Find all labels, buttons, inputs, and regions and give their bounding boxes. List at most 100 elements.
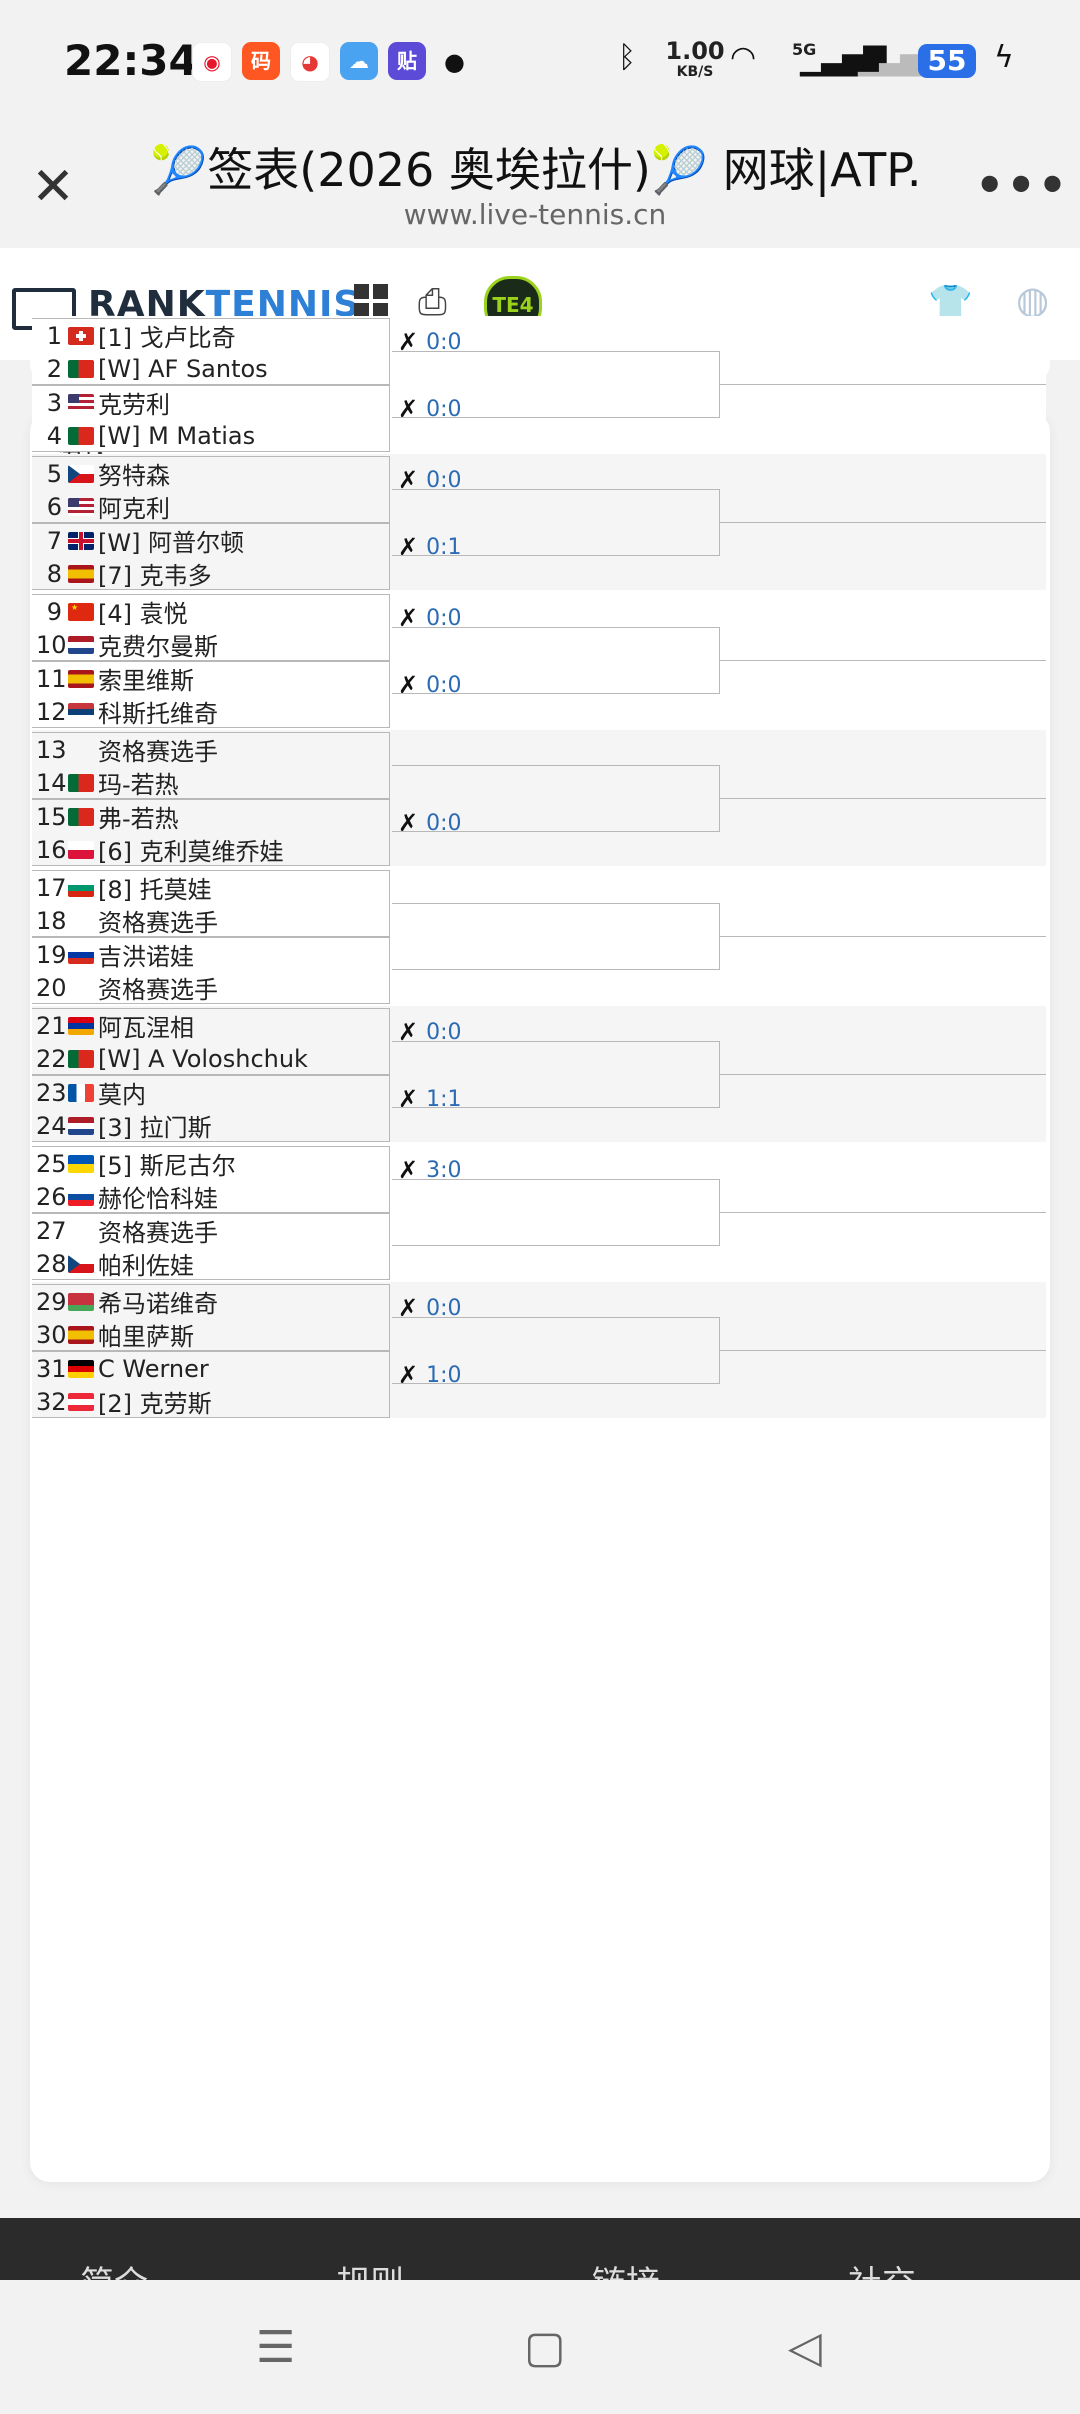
player-name: 莫内 — [98, 1081, 146, 1109]
match-box[interactable] — [32, 661, 390, 728]
flag-icon — [68, 393, 94, 412]
match-box[interactable] — [32, 799, 390, 866]
score-text: 0:0 — [426, 467, 462, 493]
player-row[interactable]: 8[7] 克韦多 — [36, 557, 212, 591]
round2-box[interactable] — [392, 1041, 720, 1108]
round2-box[interactable] — [392, 351, 720, 418]
player-name: 阿瓦涅相 — [98, 1014, 194, 1042]
player-row[interactable]: 4[W] M Matias — [36, 419, 255, 452]
player-name: 赫伦恰科娃 — [98, 1185, 218, 1213]
footer-link-links[interactable]: 链接 — [592, 2256, 660, 2280]
menu-nav-button[interactable]: ☰ — [256, 2322, 296, 2373]
match-box[interactable] — [32, 594, 390, 661]
match-score[interactable]: ✗0:0 — [398, 462, 462, 498]
round2-box[interactable] — [392, 903, 720, 970]
player-row[interactable]: 32[2] 克劳斯 — [36, 1385, 212, 1419]
seed-number: 15 — [36, 802, 67, 831]
player-row[interactable]: 16[6] 克利莫维乔娃 — [36, 833, 284, 867]
flag-icon — [68, 979, 94, 997]
match-box[interactable] — [32, 1008, 390, 1075]
player-row[interactable]: 20 资格赛选手 — [36, 971, 218, 1005]
footer-link-rules[interactable]: 规则 — [336, 2256, 404, 2280]
player-row[interactable]: 25[5] 斯尼古尔 — [36, 1147, 236, 1181]
match-score[interactable]: ✗0:0 — [398, 324, 462, 360]
globe-icon[interactable]: ◍ — [1016, 278, 1050, 322]
match-box[interactable] — [32, 523, 390, 590]
player-name: [4] 袁悦 — [98, 600, 188, 628]
player-row[interactable]: 24[3] 拉门斯 — [36, 1109, 212, 1143]
player-name: 希马诺维奇 — [98, 1290, 218, 1318]
match-box[interactable] — [32, 385, 390, 452]
back-nav-button[interactable]: ◁ — [788, 2322, 822, 2373]
match-box[interactable] — [32, 1284, 390, 1351]
footer-link-intro[interactable]: 简介 — [80, 2256, 148, 2280]
player-row[interactable]: 9★[4] 袁悦 — [36, 595, 188, 629]
flag-icon — [68, 1016, 94, 1035]
round3-line — [720, 1350, 1046, 1351]
home-nav-button[interactable]: ▢ — [524, 2322, 566, 2373]
h2h-icon: ✗ — [398, 1156, 419, 1184]
match-box[interactable] — [32, 1075, 390, 1142]
seed-number: 21 — [36, 1011, 67, 1040]
close-button[interactable]: ✕ — [31, 157, 75, 217]
player-row[interactable]: 1[1] 戈卢比奇 — [36, 319, 236, 353]
site-footer: 简介 规则 链接 社交 — [0, 2218, 1080, 2280]
footer-link-social[interactable]: 社交 — [848, 2256, 916, 2280]
match-score[interactable]: ✗3:0 — [398, 1152, 462, 1188]
round2-box[interactable] — [392, 1317, 720, 1384]
round2-box[interactable] — [392, 765, 720, 832]
player-row[interactable]: 22[W] A Voloshchuk — [36, 1042, 308, 1075]
charging-icon: ϟ — [994, 40, 1014, 75]
round2-box[interactable] — [392, 1179, 720, 1246]
flag-icon — [68, 773, 94, 792]
match-score[interactable]: ✗0:0 — [398, 600, 462, 636]
player-row[interactable]: 21 阿瓦涅相 — [36, 1009, 194, 1043]
player-name: 资格赛选手 — [98, 976, 218, 1004]
match-box[interactable] — [32, 937, 390, 1004]
match-box[interactable] — [32, 732, 390, 799]
flag-icon: ★ — [68, 602, 94, 621]
flag-icon — [68, 840, 94, 859]
match-box[interactable] — [32, 1146, 390, 1213]
player-row[interactable]: 2[W] AF Santos — [36, 352, 268, 385]
match-box[interactable] — [32, 1213, 390, 1280]
flag-icon — [68, 1292, 94, 1311]
score-text: 0:0 — [426, 605, 462, 631]
flag-icon — [68, 1222, 94, 1240]
round2-box[interactable] — [392, 489, 720, 556]
grid-icon[interactable] — [354, 284, 390, 320]
more-menu-button[interactable]: ••• — [975, 158, 1070, 212]
match-box[interactable] — [32, 870, 390, 937]
flag-icon — [68, 497, 94, 516]
player-row[interactable]: 17[8] 托莫娃 — [36, 871, 212, 905]
match-box[interactable] — [32, 1351, 390, 1418]
wifi-icon: ◠ — [730, 40, 757, 75]
match-box[interactable] — [32, 318, 390, 385]
player-row[interactable]: 7[W] 阿普尔顿 — [36, 524, 244, 558]
round2-box[interactable] — [392, 627, 720, 694]
h2h-icon: ✗ — [398, 328, 419, 356]
match-score[interactable]: ✗0:0 — [398, 1290, 462, 1326]
match-score[interactable]: ✗0:0 — [398, 1014, 462, 1050]
match-box[interactable] — [32, 456, 390, 523]
seed-number: 20 — [36, 973, 67, 1002]
